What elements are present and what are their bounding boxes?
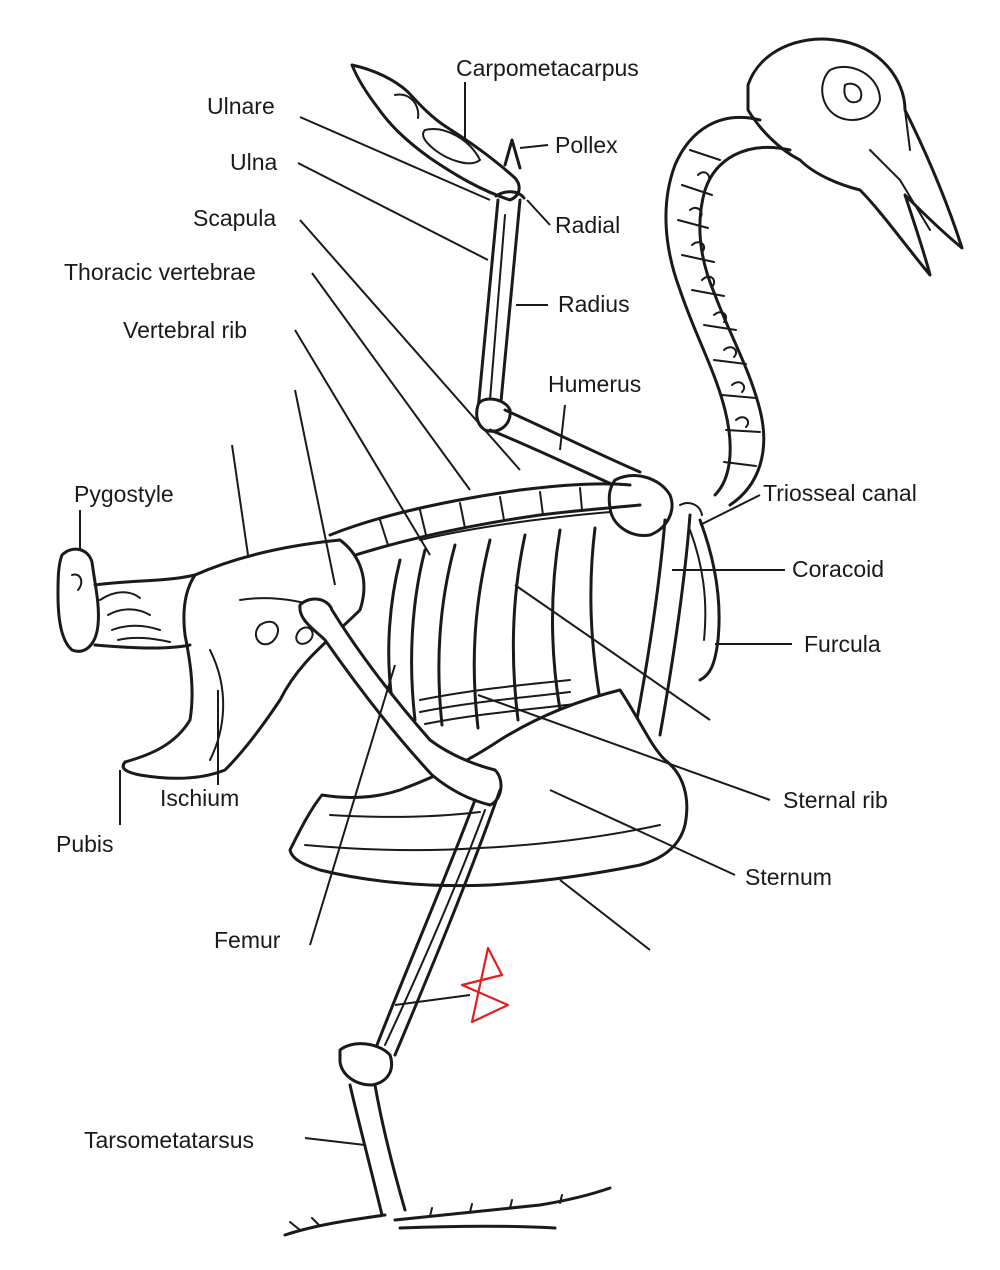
leader-thoracic-vertebrae — [311, 272, 471, 491]
label-tarsometatarsus: Tarsometatarsus — [84, 1127, 255, 1153]
leader-tibiotarsus — [394, 994, 471, 1006]
red-star-mark — [460, 946, 510, 1024]
skull — [746, 37, 964, 277]
label-pollex: Pollex — [555, 132, 618, 158]
cervical-vertebrae — [664, 115, 792, 507]
label-carpometacarpus: Carpometacarpus — [456, 55, 639, 81]
leader-scapula — [299, 219, 521, 471]
label-coracoid: Coracoid — [792, 556, 885, 582]
label-scapula: Scapula — [193, 205, 277, 231]
leader-ilium — [294, 389, 336, 586]
wing — [350, 63, 642, 492]
leader-pelvis — [231, 444, 249, 556]
label-ulna: Ulna — [230, 149, 278, 175]
leader-ulna — [297, 162, 489, 261]
leader-triosseal-canal — [699, 494, 761, 526]
leader-humerus — [559, 404, 566, 451]
leader-vertebral-rib — [294, 329, 431, 556]
leader-radial — [526, 199, 551, 226]
pygostyle-and-tail — [56, 547, 197, 653]
label-sternal-rib: Sternal rib — [783, 787, 888, 813]
leader-ulnare — [299, 116, 491, 201]
label-radius: Radius — [558, 291, 630, 317]
leader-sternal-rib — [477, 694, 771, 801]
label-vertebral-rib: Vertebral rib — [123, 317, 248, 343]
leg — [283, 597, 612, 1237]
pelvis — [121, 538, 366, 780]
leader-pollex — [519, 144, 549, 149]
leader-tarsometatarsus — [304, 1137, 366, 1146]
ribs — [387, 526, 602, 730]
label-ulnare: Ulnare — [207, 93, 275, 119]
leader-sternum — [549, 789, 736, 876]
label-humerus: Humerus — [548, 371, 642, 397]
label-pubis: Pubis — [56, 831, 114, 857]
spine-and-scapula — [328, 482, 642, 562]
label-thoracic-vertebrae: Thoracic vertebrae — [64, 259, 256, 285]
label-triosseal-canal: Triosseal canal — [763, 480, 917, 506]
label-sternum: Sternum — [745, 864, 832, 890]
label-radial: Radial — [555, 212, 621, 238]
leader-lines — [79, 82, 792, 1146]
label-femur: Femur — [214, 927, 281, 953]
label-ischium: Ischium — [160, 785, 240, 811]
label-pygostyle: Pygostyle — [74, 481, 174, 507]
leader-keel — [559, 879, 651, 951]
leader-femur — [309, 664, 396, 946]
label-furcula: Furcula — [804, 631, 881, 657]
leader-rib-cage — [514, 584, 711, 721]
